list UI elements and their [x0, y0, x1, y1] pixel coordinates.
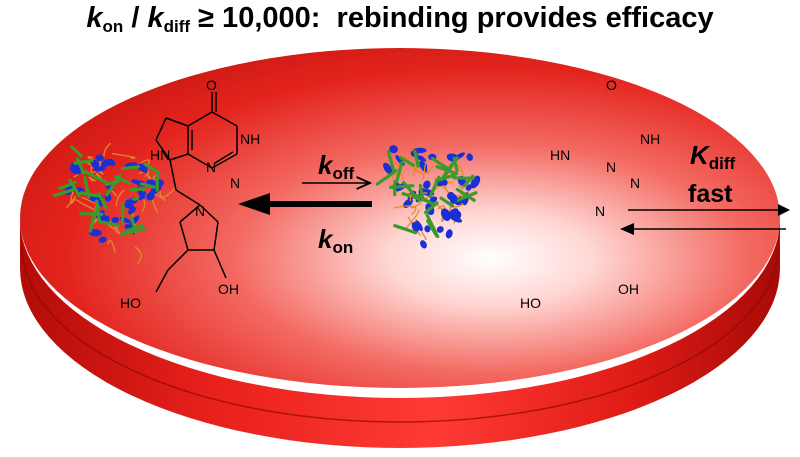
chemical-bond: [155, 117, 167, 141]
chemical-bond: [199, 204, 219, 223]
enzyme-protein-left: [52, 142, 177, 264]
protein-subunit: [104, 152, 177, 214]
chemical-bond: [165, 117, 189, 127]
atom-n-ring: N: [195, 203, 206, 219]
protein-subunit: [52, 142, 118, 209]
chemical-bond: [167, 249, 189, 271]
chemical-bond: [169, 159, 177, 191]
title-sub-on: on: [102, 17, 124, 36]
title-text: ≥ 10,000: rebinding provides efficacy: [190, 2, 714, 34]
title-sub-diff: diff: [163, 17, 191, 36]
chemical-bond: [211, 153, 238, 169]
atom-n-ring: N: [595, 203, 606, 219]
chemical-bond: [155, 139, 171, 161]
cell-rim-line: [21, 245, 779, 423]
chemical-bond: [214, 151, 234, 164]
atom-n: N: [606, 159, 617, 175]
atom-ho: HO: [120, 295, 141, 311]
chemical-bond: [155, 269, 169, 293]
cell-top: [20, 48, 780, 388]
chemical-bond: [179, 221, 189, 251]
atom-n: N: [630, 175, 641, 191]
chemical-bond: [175, 189, 201, 206]
kdiff-sub: diff: [708, 154, 736, 173]
kon-sub: on: [332, 238, 354, 257]
koff-sub: off: [332, 164, 355, 183]
chemical-bond: [187, 111, 213, 127]
atom-hn: HN: [150, 147, 171, 163]
kon-label: kon: [318, 224, 354, 257]
koff-k: k: [318, 150, 333, 180]
atom-n: N: [230, 175, 241, 191]
protein-subunit: [75, 192, 146, 264]
atom-oh: OH: [618, 281, 639, 297]
atom-oh: OH: [218, 281, 239, 297]
chemical-bond: [187, 153, 213, 169]
atom-hn: HN: [550, 147, 571, 163]
kon-k: k: [318, 224, 333, 254]
atom-o: O: [206, 77, 217, 93]
kon-arrow-head: [238, 193, 270, 215]
chemical-bond: [213, 249, 227, 279]
enzyme-protein-middle: [375, 145, 481, 249]
atom-nh: NH: [640, 131, 661, 147]
title-slash: /: [123, 2, 148, 34]
kdiff-in-arrow-head: [620, 223, 634, 235]
red-blood-cell: [20, 48, 780, 448]
chemical-bond: [179, 204, 201, 223]
title-k-diff: k: [147, 2, 164, 34]
atom-nh: NH: [240, 131, 261, 147]
cell-side: [20, 218, 780, 448]
inhibitor-molecule-bound: [155, 92, 238, 293]
rebinding-arrows: [238, 183, 790, 235]
protein-subunit: [393, 175, 463, 249]
title-k-on: k: [86, 2, 103, 34]
chemical-bond: [169, 153, 189, 161]
koff-label: koff: [318, 150, 355, 183]
chemical-bond: [211, 111, 238, 127]
diagram-title: kon / kdiff ≥ 10,000: rebinding provides…: [0, 2, 800, 35]
kdiff-k: K: [690, 140, 709, 170]
kdiff-label: Kdiff: [690, 140, 736, 173]
kdiff-out-arrow-head: [778, 204, 790, 216]
atom-o: O: [606, 77, 617, 93]
atom-n: N: [206, 159, 217, 175]
fast-label: fast: [688, 180, 733, 208]
atom-ho: HO: [520, 295, 541, 311]
chemical-bond: [213, 221, 219, 251]
